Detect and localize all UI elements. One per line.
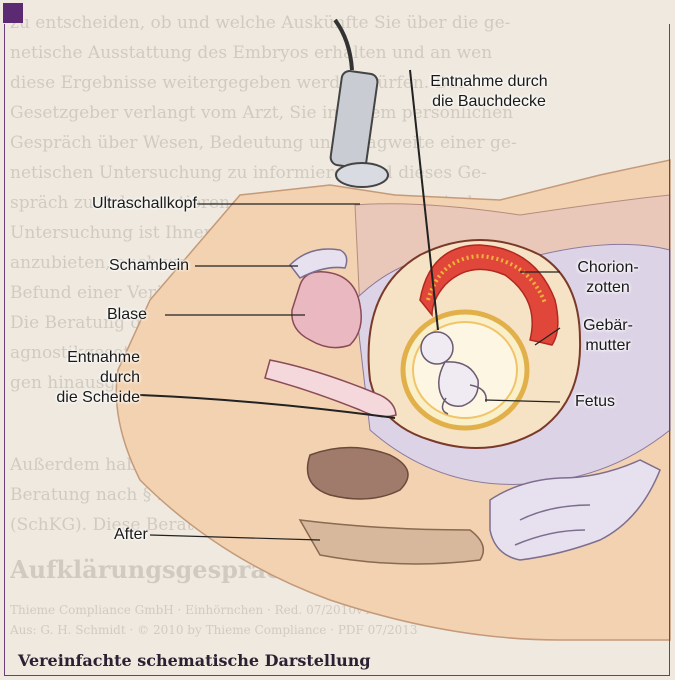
label-anus: After: [114, 525, 148, 545]
label-abdominal-entry: Entnahme durch die Bauchdecke: [414, 72, 564, 112]
label-uterus-line1: Gebär-: [568, 316, 648, 336]
label-abdominal-entry-line1: Entnahme durch: [414, 72, 564, 92]
label-fetus: Fetus: [575, 392, 615, 412]
label-vaginal-entry-line1: Entnahme: [40, 348, 140, 368]
label-vaginal-entry-line3: die Scheide: [40, 388, 140, 408]
label-chorionic-villi: Chorion- zotten: [568, 258, 648, 298]
figure-caption: Vereinfachte schematische Darstellung: [18, 651, 371, 670]
label-ultrasound-head: Ultraschallkopf: [92, 194, 197, 214]
label-uterus: Gebär- mutter: [568, 316, 648, 356]
label-vaginal-entry-line2: durch: [40, 368, 140, 388]
label-uterus-line2: mutter: [568, 336, 648, 356]
label-chorionic-villi-line1: Chorion-: [568, 258, 648, 278]
label-pubic-bone: Schambein: [109, 256, 189, 276]
label-chorionic-villi-line2: zotten: [568, 278, 648, 298]
corner-marker: [3, 3, 23, 23]
label-bladder: Blase: [107, 305, 147, 325]
label-vaginal-entry: Entnahme durch die Scheide: [40, 348, 140, 408]
label-abdominal-entry-line2: die Bauchdecke: [414, 92, 564, 112]
